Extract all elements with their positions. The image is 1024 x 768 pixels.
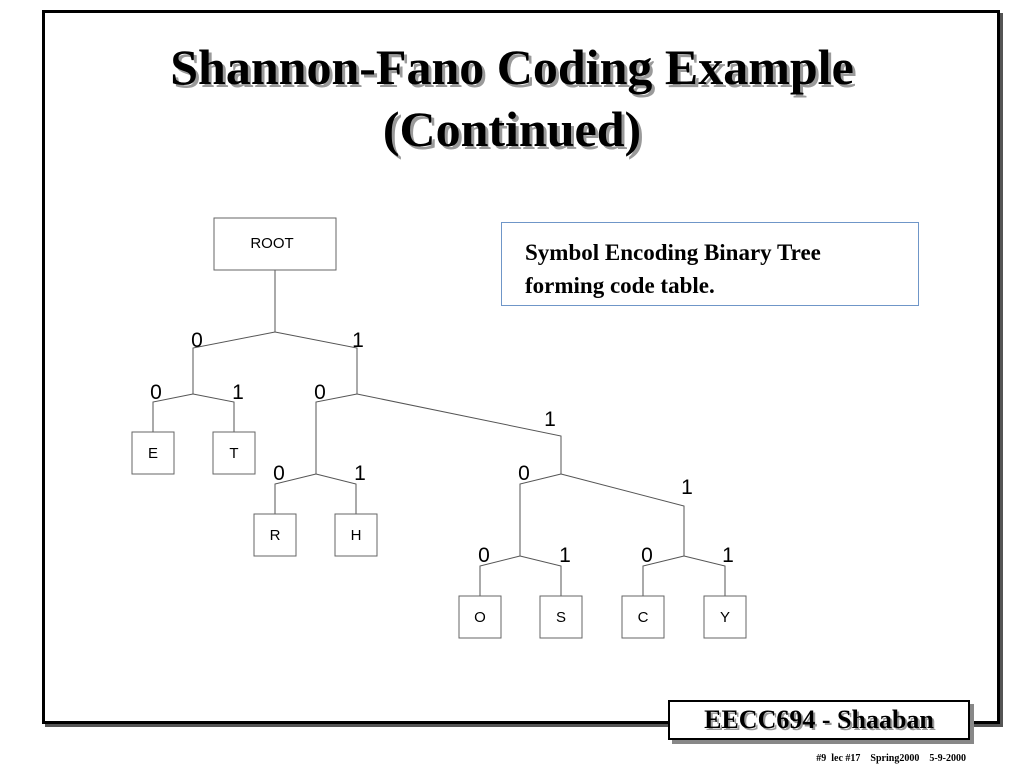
edge-label: 0 — [518, 462, 530, 485]
leaf-label-r: R — [270, 527, 281, 544]
edge-label: 1 — [681, 476, 693, 499]
tree-edge — [479, 555, 521, 596]
root-node-label: ROOT — [250, 235, 293, 252]
tree-edge — [192, 393, 235, 432]
tree-edge — [519, 555, 562, 596]
edge-label: 1 — [544, 408, 556, 431]
edge-label: 0 — [273, 462, 285, 485]
leaf-node-y — [703, 595, 747, 639]
edge-label: 1 — [352, 329, 364, 352]
note-box: Symbol Encoding Binary Tree forming code… — [501, 222, 919, 306]
leaf-node-c — [621, 595, 665, 639]
footnote: #9 lec #17 Spring2000 5-9-2000 — [816, 753, 966, 764]
tree-edge — [560, 473, 685, 556]
leaf-node-h — [334, 513, 378, 557]
root-node — [213, 217, 337, 271]
tree-edge — [192, 331, 276, 394]
tree-edge — [315, 393, 358, 474]
footer-course-label: EECC694 - Shaaban — [668, 700, 970, 740]
edge-label: 1 — [559, 544, 571, 567]
slide-title: Shannon-Fano Coding Example (Continued) — [0, 36, 1024, 160]
leaf-label-t: T — [229, 445, 238, 462]
title-line-1: Shannon-Fano Coding Example — [170, 39, 854, 95]
tree-edge — [356, 393, 562, 474]
edge-label: 0 — [191, 329, 203, 352]
tree-edge — [642, 555, 685, 596]
edge-label: 0 — [314, 381, 326, 404]
tree-edge — [274, 473, 317, 514]
leaf-label-h: H — [351, 527, 362, 544]
edge-label: 0 — [478, 544, 490, 567]
slide-frame — [42, 10, 1000, 724]
title-line-2: (Continued) — [382, 101, 642, 157]
leaf-node-r — [253, 513, 297, 557]
tree-edge — [683, 555, 726, 596]
leaf-node-t — [212, 431, 256, 475]
tree-edge — [152, 393, 194, 432]
edge-label: 1 — [232, 381, 244, 404]
note-line-2: forming code table. — [525, 273, 715, 298]
edge-label: 1 — [722, 544, 734, 567]
note-line-1: Symbol Encoding Binary Tree — [525, 240, 821, 265]
edge-label: 1 — [354, 462, 366, 485]
tree-edge — [274, 331, 358, 394]
leaf-label-y: Y — [720, 609, 730, 626]
leaf-label-o: O — [474, 609, 486, 626]
leaf-node-s — [539, 595, 583, 639]
leaf-node-e — [131, 431, 175, 475]
leaf-label-e: E — [148, 445, 158, 462]
leaf-label-c: C — [638, 609, 649, 626]
edge-label: 0 — [150, 381, 162, 404]
leaf-label-s: S — [556, 609, 566, 626]
edge-label: 0 — [641, 544, 653, 567]
tree-edge — [519, 473, 562, 556]
tree-edge — [315, 473, 357, 514]
leaf-node-o — [458, 595, 502, 639]
